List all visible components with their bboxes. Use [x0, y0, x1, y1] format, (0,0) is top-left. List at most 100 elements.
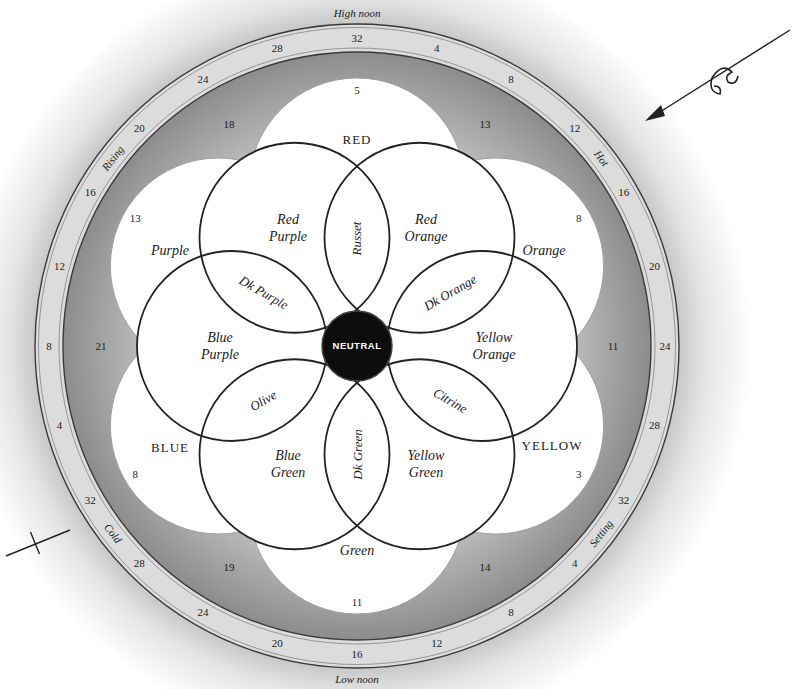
outlined-circle [325, 143, 515, 333]
colour-name: Dk Green [349, 429, 364, 479]
time-label: Low noon [335, 673, 379, 686]
colour-name: RED [343, 132, 372, 148]
ring-number: 20 [272, 637, 283, 650]
colour-name: Blue Purple [192, 329, 248, 363]
neutral-disc-shape [322, 311, 392, 381]
lens-region: Olive [248, 386, 280, 413]
petal-region: Red Purple [260, 211, 316, 245]
outer-ring [35, 24, 679, 668]
equivalent-number: 14 [480, 561, 491, 574]
petal-region: Purple [151, 242, 189, 259]
petal-region: Orange [523, 242, 566, 259]
arrow-shaft [652, 30, 790, 117]
petal-region: Blue Purple [192, 329, 248, 363]
equivalent-number: 8 [133, 468, 139, 481]
petal-region: BLUE [151, 440, 189, 456]
ring-number: 20 [134, 122, 145, 135]
neutral-label: NEUTRAL [321, 310, 393, 382]
ring-number: 28 [649, 419, 660, 432]
equivalent-number: 13 [130, 212, 141, 225]
equivalent-number: 18 [224, 118, 235, 131]
colour-name: Dk Orange [422, 271, 480, 313]
compass-arrow [645, 30, 790, 121]
inner-disk [63, 52, 651, 640]
cross-line [6, 530, 70, 556]
arrow-head [645, 105, 665, 121]
lens-region: Dk Green [349, 429, 364, 479]
colour-name: Russet [349, 221, 364, 255]
equivalent-number: 13 [480, 118, 491, 131]
ring-word: Hot [591, 148, 611, 169]
lens-region: Russet [349, 221, 364, 255]
equivalent-number: 21 [96, 340, 107, 353]
outlined-circle [137, 251, 327, 441]
outlined-circle [387, 251, 577, 441]
colour-name: Red Purple [260, 211, 316, 245]
equivalent-number: 11 [352, 596, 363, 609]
ring-number: 32 [618, 494, 629, 507]
lens-region: Citrine [431, 384, 470, 415]
colour-name: BLUE [151, 440, 189, 456]
ring-line [59, 48, 655, 644]
equivalent-number: 19 [224, 561, 235, 574]
ring-number: 4 [572, 557, 578, 570]
colour-name: Orange [523, 242, 566, 259]
outlined-circle [200, 359, 390, 549]
ring-number: 20 [649, 260, 660, 273]
colour-name: Green [340, 542, 374, 559]
ring-number: 8 [508, 73, 514, 86]
ring-number: 16 [352, 648, 363, 661]
fleur-ornament [711, 68, 738, 94]
halo [0, 0, 752, 689]
ring-number: 32 [85, 494, 96, 507]
cross-marker [6, 530, 70, 556]
ring-number: 8 [46, 340, 52, 353]
petal-region: Blue Green [260, 447, 316, 481]
colour-name: Yellow Green [398, 447, 454, 481]
colour-name: Citrine [431, 384, 470, 415]
colour-name: Blue Green [260, 447, 316, 481]
colour-name: Dk Purple [236, 272, 290, 312]
ring-number: 4 [434, 42, 440, 55]
colour-name: Olive [248, 386, 280, 413]
petal-region: YELLOW [522, 438, 583, 454]
equivalent-number: 3 [576, 468, 582, 481]
ring-word: Cold [101, 521, 124, 546]
time-label: High noon [334, 7, 381, 20]
equivalent-number: 5 [354, 84, 360, 97]
petal-region: Yellow Green [398, 447, 454, 481]
ring-number: 24 [198, 606, 209, 619]
petal-fill [137, 251, 327, 441]
ring-number: 4 [57, 419, 63, 432]
ring-number: 24 [660, 340, 671, 353]
ring-number: 28 [134, 557, 145, 570]
colour-name: Red Orange [398, 211, 454, 245]
petal-region: RED [343, 132, 372, 148]
ring-number: 16 [85, 186, 96, 199]
ring-number: 16 [618, 186, 629, 199]
cross-bar [31, 532, 40, 554]
ring-number: 8 [508, 606, 514, 619]
ring-number: 32 [352, 32, 363, 45]
petals [110, 78, 603, 614]
lens-region: Dk Orange [422, 271, 480, 313]
ring-number: 28 [272, 42, 283, 55]
ring-number: 12 [569, 122, 580, 135]
colour-name: Yellow Orange [466, 329, 522, 363]
neutral-circle: NEUTRAL [321, 310, 393, 382]
outlined-circle [200, 143, 390, 333]
equivalent-number: 11 [608, 340, 619, 353]
petal-region: Yellow Orange [466, 329, 522, 363]
ring-word: Rising [99, 143, 126, 173]
ring-line [39, 28, 676, 665]
colour-name: YELLOW [522, 438, 583, 454]
outlined-circle [325, 359, 515, 549]
lens-region: Dk Purple [236, 272, 290, 312]
petal-region: Green [340, 542, 374, 559]
ring-word: Setting [587, 517, 616, 549]
ring-number: 24 [198, 73, 209, 86]
ring-number: 12 [431, 637, 442, 650]
